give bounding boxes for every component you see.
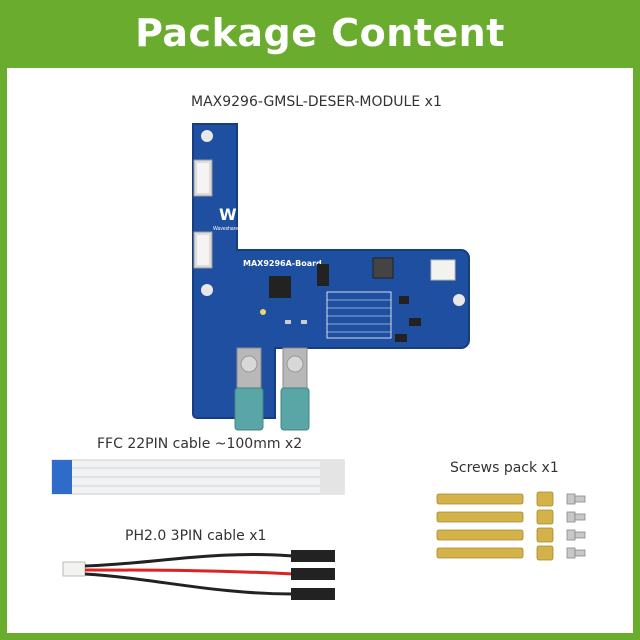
ffc-cable-label: FFC 22PIN cable ~100mm x2: [97, 436, 303, 452]
header-banner: Package Content: [0, 0, 640, 66]
svg-text:W: W: [219, 205, 237, 224]
content-panel: MAX9296-GMSL-DESER-MODULE x1 W Waveshare…: [7, 68, 633, 633]
page-title: Package Content: [135, 11, 505, 55]
ffc-cable-image: [51, 459, 345, 495]
ph-cable-label: PH2.0 3PIN cable x1: [125, 528, 267, 544]
max9296-board-image: W Waveshare MAX9296A-Board: [192, 123, 470, 431]
board-label: MAX9296-GMSL-DESER-MODULE x1: [191, 94, 442, 110]
board-name: MAX9296A-Board: [243, 259, 322, 268]
screws-pack-image: [436, 491, 586, 561]
screws-label: Screws pack x1: [450, 460, 559, 476]
ph-cable-image: [62, 550, 335, 600]
brand-text: Waveshare: [213, 226, 238, 232]
